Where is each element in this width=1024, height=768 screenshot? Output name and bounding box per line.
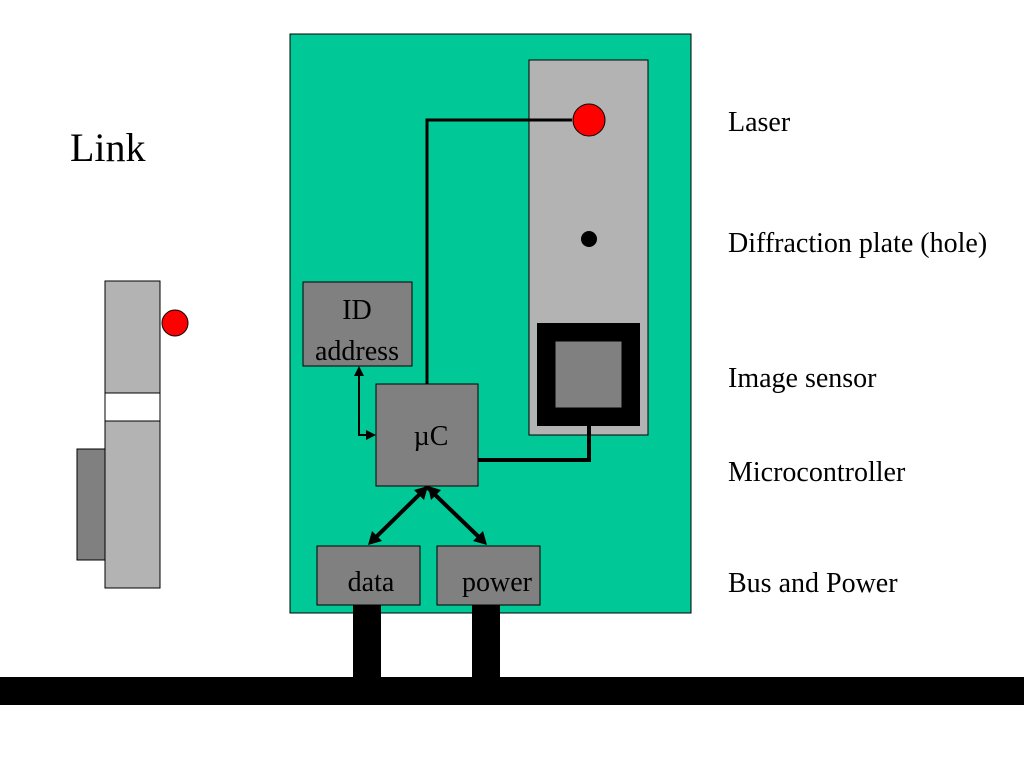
data-label: data xyxy=(348,567,395,598)
side-module-gap xyxy=(104,392,161,422)
laser-icon xyxy=(572,103,606,137)
image-sensor-chip xyxy=(554,340,623,409)
power-box xyxy=(436,545,541,606)
legend-laser: Laser xyxy=(728,107,791,138)
side-module-body xyxy=(104,280,161,589)
id-mcu-arrow xyxy=(354,366,376,440)
side-bracket xyxy=(76,448,107,561)
mcu-bus-arrows xyxy=(368,485,487,545)
mcu-label: µC xyxy=(414,421,449,452)
power-connector xyxy=(472,605,500,677)
id-box-label-line1: ID xyxy=(342,295,372,326)
legend-diffraction: Diffraction plate (hole) xyxy=(728,228,987,259)
legend-microcontroller: Microcontroller xyxy=(728,457,906,488)
id-box-label-line2: address xyxy=(315,336,399,367)
id-address-box xyxy=(302,281,413,367)
laser-wire xyxy=(425,118,572,384)
bus-bar xyxy=(0,677,1024,705)
sensor-wire xyxy=(478,426,591,462)
diffraction-hole-icon xyxy=(581,231,597,247)
side-laser-icon xyxy=(161,309,189,337)
page-title: Link xyxy=(70,125,146,170)
link-module-side-view xyxy=(76,280,189,589)
legend-image-sensor: Image sensor xyxy=(728,363,877,394)
data-box xyxy=(316,545,421,606)
microcontroller-box xyxy=(375,383,479,487)
power-label: power xyxy=(462,567,533,598)
data-connector xyxy=(353,605,381,677)
legend-bus-power: Bus and Power xyxy=(728,568,898,599)
